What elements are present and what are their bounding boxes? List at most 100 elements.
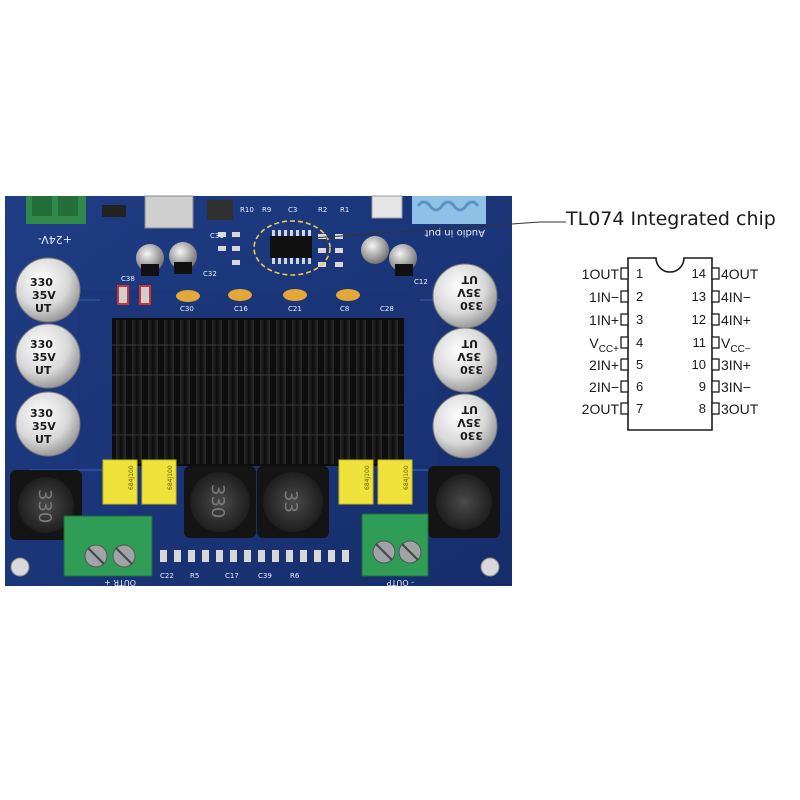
svg-text:C16: C16 [234, 305, 248, 313]
svg-text:R1: R1 [340, 206, 349, 214]
svg-text:UT: UT [35, 433, 52, 446]
pin-number-1: 1 [636, 266, 644, 281]
svg-text:OUTR +: OUTR + [104, 578, 136, 587]
audio-input-jack [412, 196, 486, 224]
chip-highlight-circle [253, 220, 331, 276]
ceramic-capacitors [176, 289, 360, 302]
svg-text:R2: R2 [318, 206, 327, 214]
pin-number-3: 3 [636, 312, 644, 327]
audio-input-label: Audio in put [424, 227, 485, 238]
pin-number-12: 12 [691, 312, 706, 327]
svg-text:35V: 35V [32, 351, 56, 364]
ic-body [627, 257, 713, 431]
svg-text:UT: UT [35, 364, 52, 377]
output-terminal-right: - OUTP [361, 513, 429, 587]
pin-number-9: 9 [698, 379, 706, 394]
svg-text:C28: C28 [380, 305, 394, 313]
callout-label: TL074 Integrated chip [566, 208, 776, 230]
svg-text:330: 330 [30, 407, 53, 420]
small-capacitor [136, 236, 417, 276]
svg-text:R10: R10 [240, 206, 254, 214]
inductor-mid-left: 330 [184, 466, 256, 538]
pin-label-3: 1IN+ [589, 312, 619, 328]
pin-label-7: 2OUT [581, 401, 619, 417]
svg-text:C39: C39 [258, 572, 272, 580]
svg-text:C31: C31 [210, 232, 224, 240]
svg-text:330: 330 [30, 338, 53, 351]
pin-number-8: 8 [698, 401, 706, 416]
pin-label-11: VCC− [721, 335, 751, 355]
svg-text:330: 330 [34, 489, 55, 523]
svg-text:35V: 35V [457, 286, 481, 299]
left-pins [620, 267, 629, 415]
power-terminal [26, 196, 86, 224]
svg-text:C3: C3 [288, 206, 297, 214]
heatsink [112, 318, 404, 466]
svg-text:684J100: 684J100 [364, 465, 371, 490]
pin-label-1: 1OUT [581, 266, 619, 282]
svg-text:C32: C32 [203, 270, 217, 278]
power-label: +24V- [38, 233, 72, 246]
pin-number-10: 10 [691, 357, 706, 372]
svg-text:R9: R9 [262, 206, 271, 214]
audio-input-connector [371, 195, 403, 219]
inductor-mid-right: 33 [257, 466, 329, 538]
svg-text:UT: UT [35, 302, 52, 315]
svg-text:UT: UT [461, 403, 478, 416]
svg-text:330: 330 [460, 363, 483, 376]
mount-hole [10, 557, 30, 577]
svg-text:C38: C38 [121, 275, 135, 283]
pin-label-14: 4OUT [721, 266, 759, 282]
pin-label-5: 2IN+ [589, 357, 619, 373]
tl074-pinout-diagram [620, 257, 720, 431]
pin-number-13: 13 [691, 289, 706, 304]
ic-top-small [207, 200, 233, 220]
svg-text:- OUTP: - OUTP [387, 578, 414, 587]
capacitor-left-1: 330 35V UT [15, 257, 81, 323]
pin-label-12: 4IN+ [721, 312, 751, 328]
pin-label-4: VCC+ [589, 335, 619, 355]
capacitor-left-2: 330 35V UT [15, 323, 81, 389]
svg-text:R6: R6 [290, 572, 300, 580]
smd-diodes [117, 285, 151, 305]
pin-label-8: 3OUT [721, 401, 759, 417]
tl074-chip [253, 220, 331, 276]
small-ic-top [102, 205, 126, 217]
pin-number-2: 2 [636, 289, 644, 304]
switch-component [144, 195, 194, 229]
svg-text:330: 330 [460, 299, 483, 312]
svg-text:35V: 35V [457, 350, 481, 363]
svg-text:C21: C21 [288, 305, 302, 313]
svg-text:R5: R5 [190, 572, 199, 580]
pin-label-6: 2IN− [589, 379, 619, 395]
svg-text:330: 330 [30, 276, 53, 289]
svg-text:684J100: 684J100 [167, 465, 174, 490]
mount-hole [480, 557, 500, 577]
svg-text:UT: UT [461, 337, 478, 350]
pin-number-5: 5 [636, 357, 644, 372]
pin-label-10: 3IN+ [721, 357, 751, 373]
inductor-right [428, 466, 500, 538]
svg-text:35V: 35V [32, 289, 56, 302]
svg-text:684J100: 684J100 [128, 465, 135, 490]
pin-number-14: 14 [691, 266, 706, 281]
svg-text:C17: C17 [225, 572, 239, 580]
pin-number-6: 6 [636, 379, 644, 394]
pcb-silkscreen: C38 C32 C30 C28 C21 C8 C16 C12 C31 C3 R1… [121, 206, 428, 580]
pin-label-9: 3IN− [721, 379, 751, 395]
capacitor-left-3: 330 35V UT [15, 391, 81, 457]
svg-text:33: 33 [280, 490, 301, 513]
svg-text:C22: C22 [160, 572, 174, 580]
capacitor-right-2: 330 35V UT [432, 327, 498, 393]
svg-text:UT: UT [461, 273, 478, 286]
capacitor-right-3: 330 35V UT [432, 393, 498, 459]
svg-text:35V: 35V [32, 420, 56, 433]
svg-text:C12: C12 [414, 278, 428, 286]
pin-label-2: 1IN− [589, 289, 619, 305]
callout-line [311, 221, 566, 239]
svg-text:330: 330 [207, 484, 228, 518]
pin-number-4: 4 [636, 335, 644, 350]
pin-number-11: 11 [692, 335, 707, 350]
svg-text:330: 330 [460, 429, 483, 442]
